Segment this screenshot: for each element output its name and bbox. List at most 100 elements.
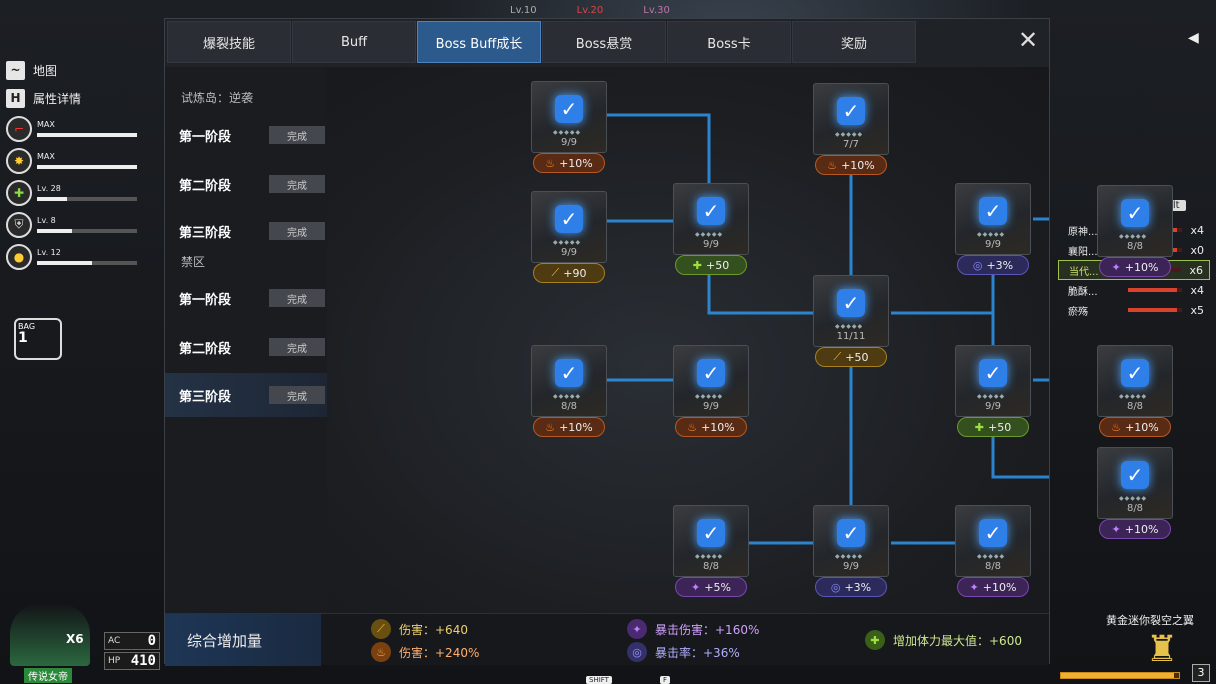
tab-boss-buff-growth[interactable]: Boss Buff成长 bbox=[417, 21, 541, 63]
node-progress: 8/8 bbox=[984, 561, 1002, 572]
star-rating-icon: ◆◆◆◆◆ bbox=[835, 553, 864, 560]
buff-node[interactable]: ✓◆◆◆◆◆8/8✦+10% bbox=[955, 505, 1031, 597]
stage-item[interactable]: 第二阶段完成 bbox=[165, 162, 327, 206]
skill-slot[interactable]: ✚Lv. 28 bbox=[6, 177, 156, 208]
stat-text: 暴击率：+36% bbox=[655, 645, 740, 660]
map-hotkey[interactable]: ~地图 bbox=[6, 56, 156, 84]
skill-level: Lv. 28 bbox=[37, 184, 61, 193]
buff-count: x4 bbox=[1190, 223, 1204, 237]
star-rating-icon: ◆◆◆◆◆ bbox=[1119, 495, 1148, 502]
skill-slot[interactable]: ✸MAX bbox=[6, 145, 156, 176]
boss-portrait bbox=[1097, 185, 1173, 257]
node-progress: 9/9 bbox=[560, 137, 578, 148]
node-progress: 8/8 bbox=[702, 561, 720, 572]
checkmark-icon: ✓ bbox=[697, 197, 725, 225]
skill-slot[interactable]: ⌐MAX bbox=[6, 113, 156, 144]
checkmark-icon: ✓ bbox=[979, 359, 1007, 387]
buff-count: x4 bbox=[1190, 283, 1204, 297]
bonus-value: +3% bbox=[986, 258, 1014, 272]
summary-bar: 综合增加量 ⟋伤害：+640 ♨伤害：+240% ✦暴击伤害：+160% ◎暴击… bbox=[165, 613, 1049, 666]
star-rating-icon: ◆◆◆◆◆ bbox=[1119, 393, 1148, 400]
node-progress: 7/7 bbox=[842, 139, 860, 150]
skill-level: Lv. 8 bbox=[37, 216, 56, 225]
buff-row[interactable]: 脆酥...x4 bbox=[1058, 280, 1210, 300]
stat-text: 增加体力最大值：+600 bbox=[893, 633, 1022, 648]
item-slot[interactable]: 3 bbox=[1192, 664, 1210, 682]
fire-icon: ♨ bbox=[545, 420, 556, 434]
buff-node[interactable]: ✓◆◆◆◆◆8/8✦+10% bbox=[1097, 447, 1173, 539]
checkmark-icon: ✓ bbox=[979, 519, 1007, 547]
node-progress: 9/9 bbox=[984, 401, 1002, 412]
grenade-icon: ● bbox=[6, 243, 32, 270]
stat-crit-rate: ◎暴击率：+36% bbox=[627, 642, 740, 662]
buff-node[interactable]: ✓◆◆◆◆◆9/9♨+10% bbox=[531, 81, 607, 173]
buff-count: x0 bbox=[1190, 243, 1204, 257]
buff-node[interactable]: ✓◆◆◆◆◆8/8✦+10% bbox=[1097, 185, 1173, 277]
hotkey-key: H bbox=[6, 88, 25, 108]
checkmark-icon: ✓ bbox=[555, 95, 583, 123]
stage-status: 完成 bbox=[269, 175, 325, 193]
stage-label: 第一阶段 bbox=[179, 129, 232, 145]
buff-bar bbox=[1128, 308, 1182, 312]
skill-slot[interactable]: ⛨Lv. 8 bbox=[6, 209, 156, 240]
sound-icon[interactable]: ◀ bbox=[1188, 30, 1199, 46]
node-progress: 9/9 bbox=[702, 401, 720, 412]
checkmark-icon: ✓ bbox=[837, 519, 865, 547]
stage-item[interactable]: 第一阶段完成 bbox=[165, 276, 327, 320]
skill-bar bbox=[37, 261, 137, 265]
buff-node[interactable]: ✓◆◆◆◆◆9/9◎+3% bbox=[813, 505, 889, 597]
buff-node[interactable]: ✓◆◆◆◆◆9/9♨+10% bbox=[673, 345, 749, 437]
bonus-value: +10% bbox=[559, 156, 593, 170]
stage-label: 第三阶段 bbox=[179, 225, 232, 241]
bonus-pill: ◎+3% bbox=[815, 577, 887, 597]
buff-node[interactable]: ✓◆◆◆◆◆11/11⟋+50 bbox=[813, 275, 889, 367]
bag-label: BAG bbox=[18, 322, 36, 331]
bonus-pill: ✦+10% bbox=[1099, 519, 1171, 539]
green-icon: ✚ bbox=[692, 258, 702, 272]
stage-status: 完成 bbox=[269, 222, 325, 240]
buff-node[interactable]: ✓◆◆◆◆◆9/9✚+50 bbox=[955, 345, 1031, 437]
skill-slot[interactable]: ●Lv. 12 bbox=[6, 241, 156, 272]
buff-node[interactable]: ✓◆◆◆◆◆9/9⟋+90 bbox=[531, 191, 607, 283]
tab-buff[interactable]: Buff bbox=[292, 21, 416, 63]
connector bbox=[991, 423, 1049, 479]
bonus-value: +10% bbox=[701, 420, 735, 434]
bonus-pill: ♨+10% bbox=[533, 153, 605, 173]
bonus-value: +5% bbox=[704, 580, 731, 594]
buff-node[interactable]: ✓◆◆◆◆◆8/8✦+5% bbox=[673, 505, 749, 597]
stage-item-active[interactable]: 第三阶段完成 bbox=[165, 373, 327, 417]
stage-item[interactable]: 第三阶段 完成 bbox=[165, 209, 327, 253]
buff-node[interactable]: ✓◆◆◆◆◆9/9✚+50 bbox=[673, 183, 749, 275]
tab-boss-bounty[interactable]: Boss悬赏 bbox=[542, 21, 666, 63]
group-title: 试炼岛：逆袭 bbox=[181, 91, 254, 105]
gold-icon: ⟋ bbox=[833, 350, 842, 363]
stat-max-health: ✚增加体力最大值：+600 bbox=[865, 630, 1022, 650]
buff-node[interactable]: ✓◆◆◆◆◆8/8♨+10% bbox=[1097, 345, 1173, 437]
buff-count: x6 bbox=[1189, 263, 1203, 277]
stage-item[interactable]: 第一阶段完成 bbox=[165, 113, 327, 157]
player-name: 传说女帝 bbox=[24, 668, 72, 683]
buff-node[interactable]: ✓◆◆◆◆◆9/9◎+3% bbox=[955, 183, 1031, 275]
star-rating-icon: ◆◆◆◆◆ bbox=[553, 393, 582, 400]
buff-node[interactable]: ✓◆◆◆◆◆8/8♨+10% bbox=[531, 345, 607, 437]
tab-rewards[interactable]: 奖励 bbox=[792, 21, 916, 63]
buff-node[interactable]: ✓◆◆◆◆◆7/7♨+10% bbox=[813, 83, 889, 175]
checkmark-icon: ✓ bbox=[697, 359, 725, 387]
green-icon: ✚ bbox=[974, 420, 984, 434]
tab-burst-skills[interactable]: 爆裂技能 bbox=[167, 21, 291, 63]
fire-icon: ♨ bbox=[827, 158, 838, 172]
close-button[interactable]: ✕ bbox=[1017, 26, 1039, 54]
stage-status: 完成 bbox=[269, 338, 325, 356]
crit-damage-icon: ✦ bbox=[627, 619, 647, 639]
bonus-pill: ✦+10% bbox=[957, 577, 1029, 597]
tab-boss-card[interactable]: Boss卡 bbox=[667, 21, 791, 63]
gold-item-title: 黄金迷你裂空之翼 bbox=[1106, 614, 1194, 627]
stage-item[interactable]: 第二阶段完成 bbox=[165, 325, 327, 369]
flame-icon: ♨ bbox=[371, 642, 391, 662]
node-progress: 8/8 bbox=[1126, 241, 1144, 252]
player-avatar: X6 传说女帝 bbox=[4, 604, 104, 684]
connector-lines bbox=[605, 113, 1049, 545]
